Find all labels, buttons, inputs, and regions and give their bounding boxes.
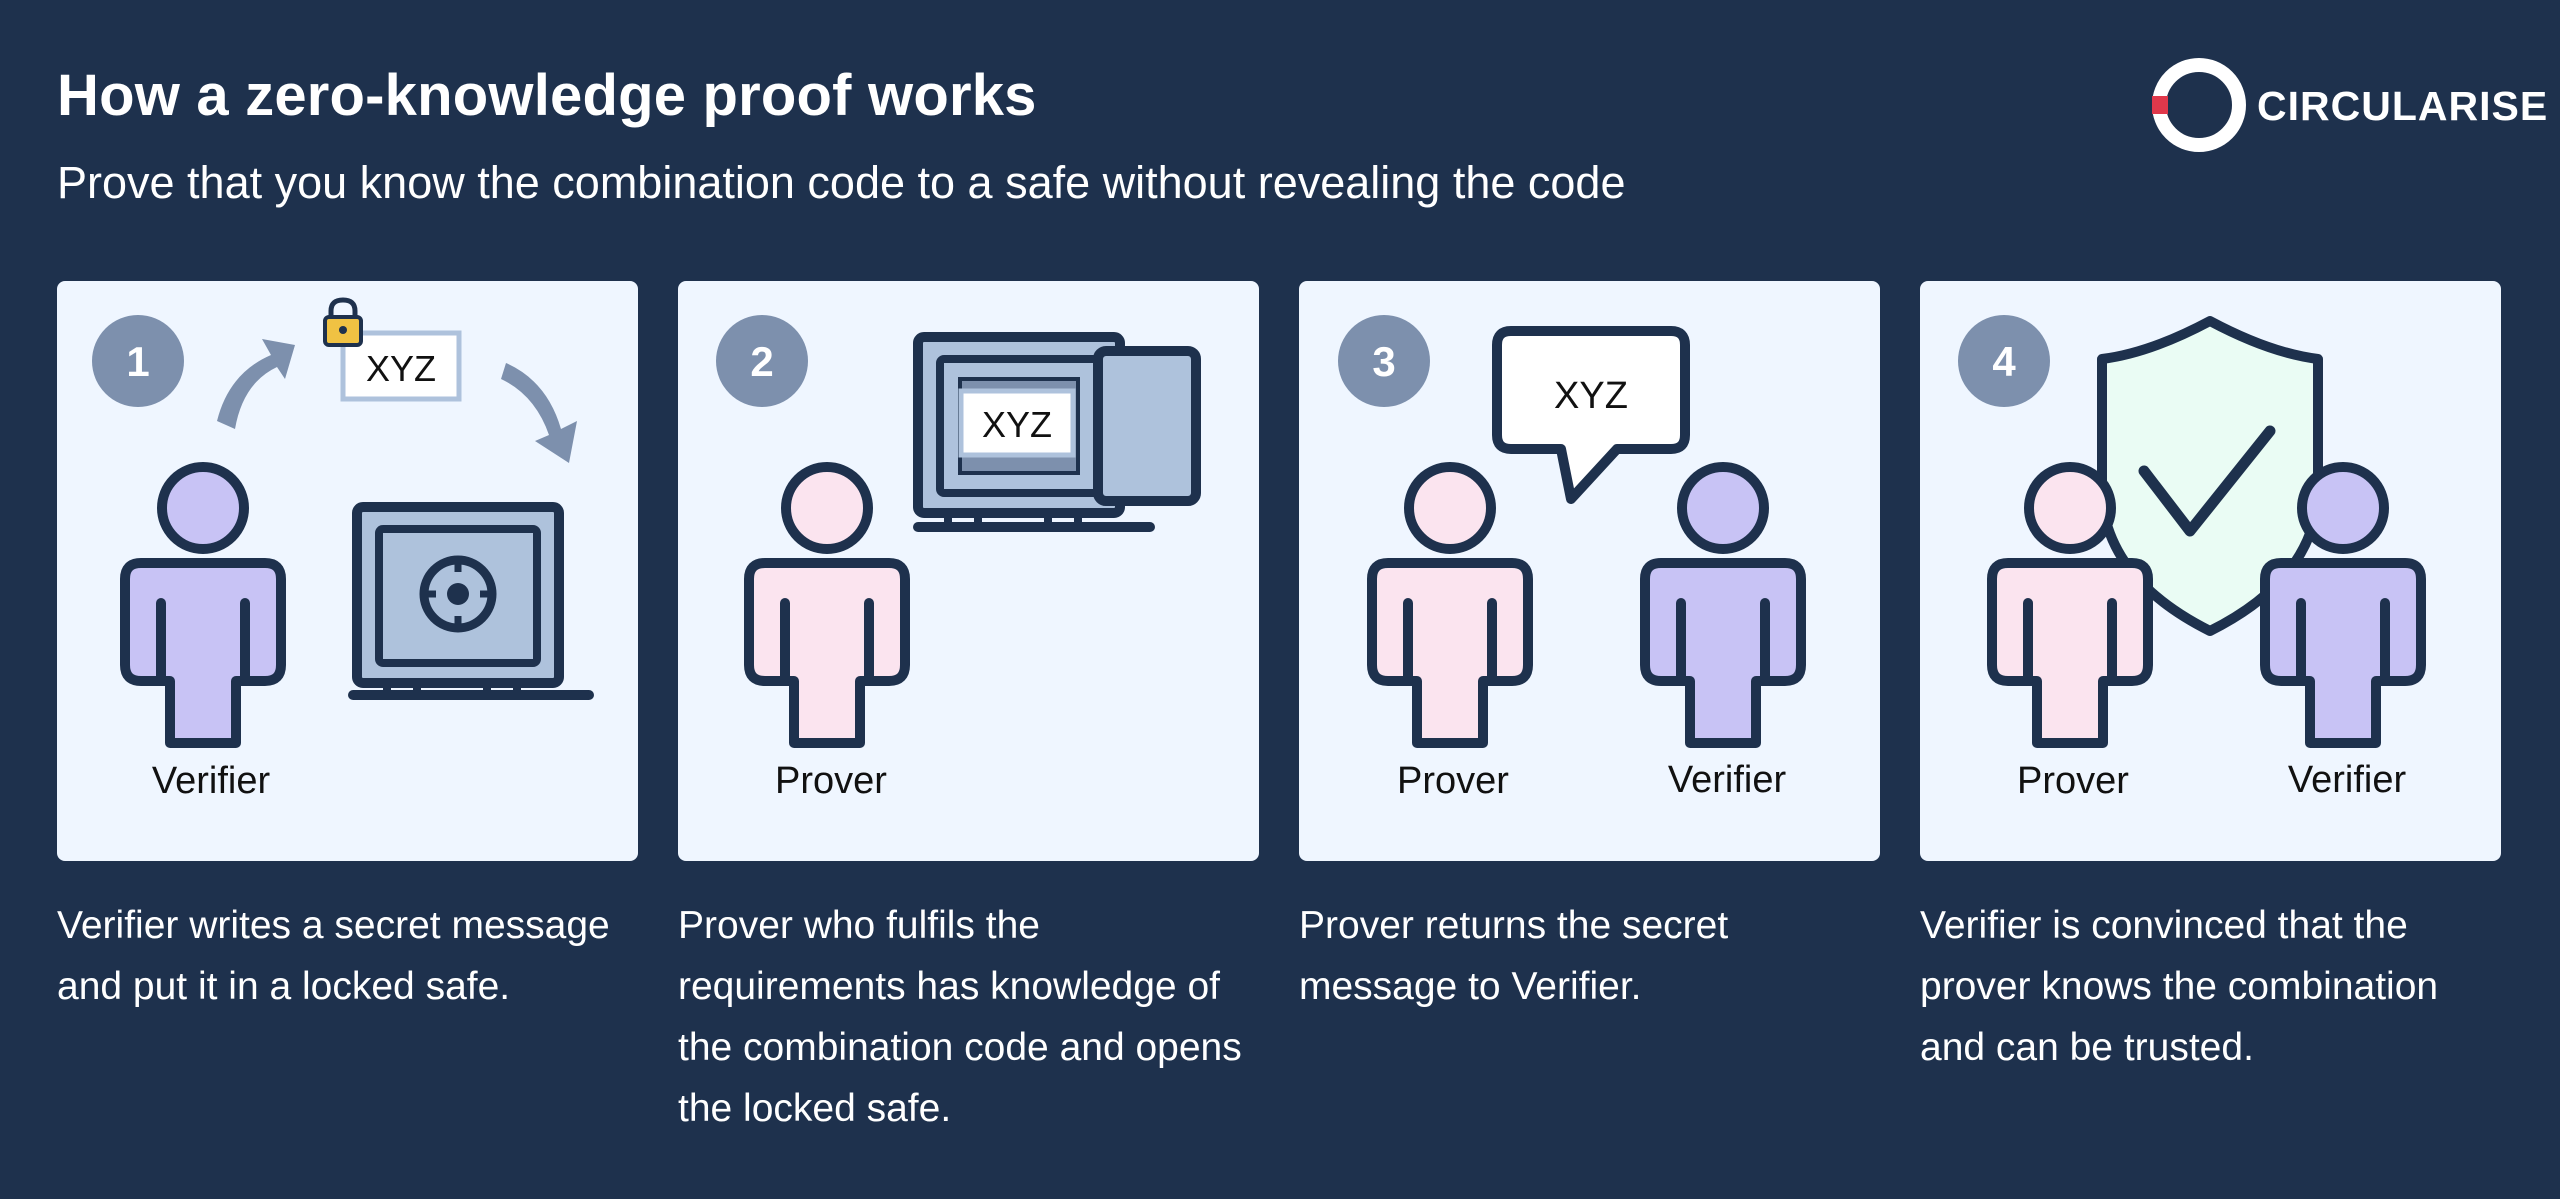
circularise-logo: CIRCULARISE bbox=[2152, 55, 2547, 155]
step-1-description: Verifier writes a secret message and put… bbox=[57, 904, 610, 1008]
person-label-verifier: Verifier bbox=[152, 760, 271, 802]
speech-bubble-icon: XYZ bbox=[1492, 326, 1690, 504]
page-title: How a zero-knowledge proof works bbox=[57, 63, 1037, 128]
svg-text:XYZ: XYZ bbox=[366, 348, 436, 389]
page-subtitle: Prove that you know the combination code… bbox=[57, 157, 1626, 208]
speech-secret-text: XYZ bbox=[1554, 375, 1628, 417]
step-badge: 1 bbox=[92, 315, 184, 407]
step-badge: 3 bbox=[1338, 315, 1430, 407]
verifier-person-icon bbox=[1640, 462, 1806, 748]
prover-person-icon bbox=[1987, 462, 2153, 748]
step-3-panel: 3 XYZ Prover Verifier bbox=[1299, 281, 1880, 861]
step-badge: 2 bbox=[716, 315, 808, 407]
step-2-illustration: 2 Prover XYZ bbox=[716, 315, 1201, 802]
person-label-prover: Prover bbox=[2017, 760, 2129, 802]
person-label-prover: Prover bbox=[1397, 760, 1509, 802]
step-3-illustration: 3 XYZ Prover Verifier bbox=[1338, 315, 1806, 802]
step-1-illustration: 1 Verifier XYZ bbox=[92, 297, 594, 802]
step-4-description: Verifier is convinced that the prover kn… bbox=[1920, 904, 2439, 1069]
svg-text:4: 4 bbox=[1992, 338, 2016, 385]
arrow-down-icon bbox=[501, 363, 577, 463]
svg-text:2: 2 bbox=[750, 338, 773, 385]
step-1-panel: 1 Verifier XYZ bbox=[57, 281, 638, 861]
padlock-icon bbox=[323, 297, 363, 347]
verifier-person-icon bbox=[2260, 462, 2426, 748]
prover-person-icon bbox=[1367, 462, 1533, 748]
step-3-description: Prover returns the secret message to Ver… bbox=[1299, 904, 1729, 1008]
person-label-verifier: Verifier bbox=[2288, 759, 2407, 801]
prover-person-icon bbox=[744, 462, 910, 748]
safe-secret-text: XYZ bbox=[982, 404, 1052, 445]
step-2-description: Prover who fulfils the requirements has … bbox=[678, 904, 1242, 1130]
svg-text:1: 1 bbox=[126, 338, 149, 385]
svg-text:3: 3 bbox=[1372, 338, 1395, 385]
step-4-panel: 4 Prover Verifier bbox=[1920, 281, 2501, 861]
open-safe-icon: XYZ bbox=[913, 332, 1201, 532]
step-2-panel: 2 Prover XYZ bbox=[678, 281, 1259, 861]
arrow-up-icon bbox=[217, 339, 295, 429]
step-badge: 4 bbox=[1958, 315, 2050, 407]
step-4-illustration: 4 Prover Verifier bbox=[1958, 315, 2426, 802]
person-label-verifier: Verifier bbox=[1668, 759, 1787, 801]
logo-ring-icon bbox=[2152, 58, 2246, 152]
verifier-person-icon bbox=[120, 462, 286, 748]
message-card: XYZ bbox=[340, 330, 462, 402]
person-label-prover: Prover bbox=[775, 760, 887, 802]
logo-text: CIRCULARISE bbox=[2257, 83, 2549, 129]
shield-check-icon bbox=[2097, 316, 2323, 636]
safe-icon bbox=[348, 502, 594, 700]
